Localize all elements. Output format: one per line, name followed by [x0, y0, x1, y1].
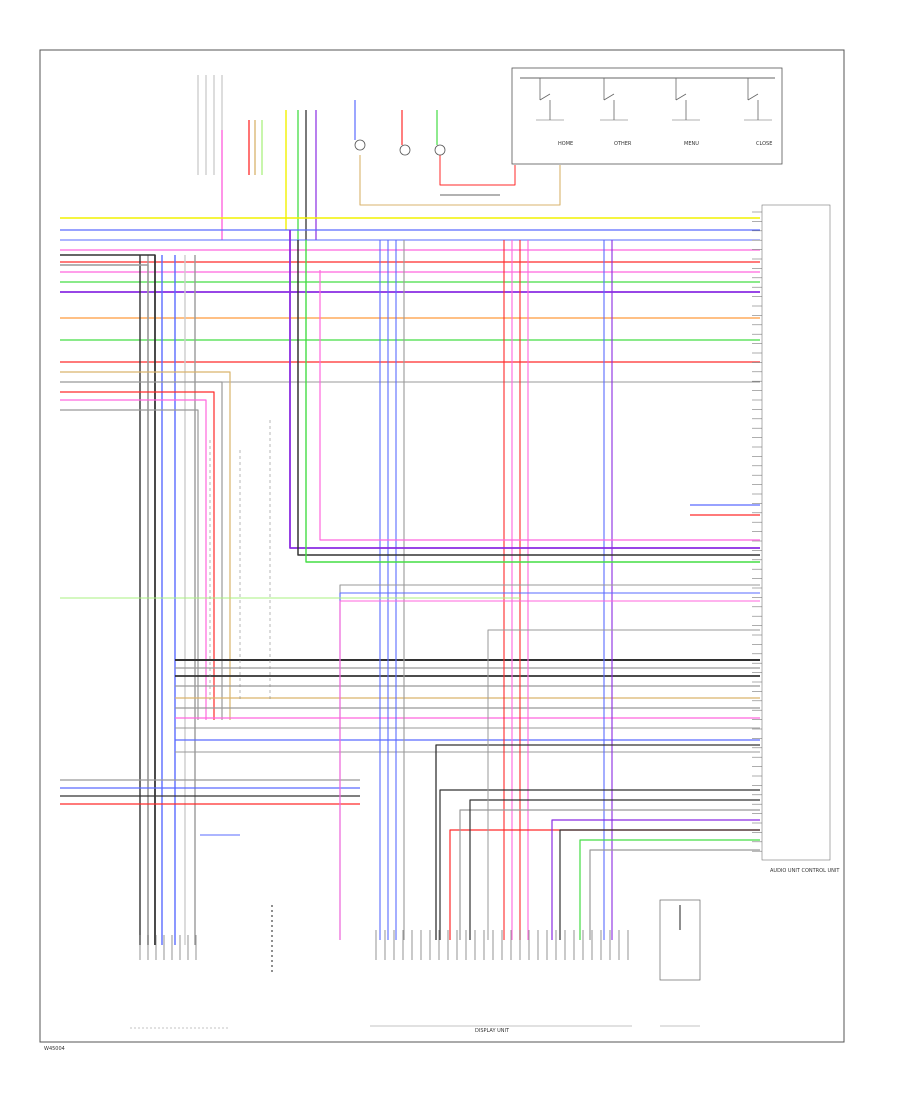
display-unit-wire: [559, 829, 760, 940]
gray-wire: [60, 264, 149, 945]
display-unit-wire: [551, 819, 760, 940]
tan-wire: [359, 155, 561, 206]
purple-loop-wire: [289, 230, 760, 549]
green-loop-wire: [305, 240, 760, 563]
mid-right-wire: [339, 600, 760, 940]
wires-layer: [60, 75, 775, 1029]
control-unit-label: AUDIO UNIT CONTROL UNIT: [770, 868, 840, 874]
mid-right-wire: [339, 592, 760, 940]
black-loop-wire: [297, 240, 760, 556]
pink-loop-wire: [319, 270, 760, 541]
close-switch-contact: [747, 93, 759, 101]
sensor-circle: [399, 144, 411, 156]
symbols-layer: [354, 139, 701, 981]
red-wire: [439, 155, 516, 186]
labels-layer: HOME OTHER MENU CLOSE: [558, 141, 772, 147]
other-switch-contact: [603, 93, 615, 101]
control-unit-connector-box: [761, 204, 831, 861]
footer-code: W45004: [44, 1046, 65, 1052]
antenna-unit-box: [659, 899, 701, 981]
stepped-wire: [60, 391, 215, 720]
display-unit-wire: [439, 789, 760, 940]
display-unit-wire: [469, 799, 760, 940]
stepped-wire: [60, 409, 199, 720]
switch-label-other: OTHER: [614, 141, 632, 147]
display-unit-label: DISPLAY UNIT: [475, 1028, 510, 1034]
home-switch-contact: [539, 93, 551, 101]
diagram-frame: [39, 49, 845, 1043]
display-unit-wire: [579, 839, 760, 940]
switch-label-home: HOME: [558, 141, 573, 147]
switch-label-close: CLOSE: [756, 141, 772, 147]
display-unit-wire: [459, 809, 760, 940]
menu-switch-contact: [675, 93, 687, 101]
stepped-wire: [60, 399, 207, 720]
gray-wire: [487, 629, 760, 940]
mid-right-wire: [339, 584, 760, 940]
display-unit-wire: [589, 849, 760, 940]
black-wire: [60, 254, 156, 945]
black-wire: [435, 744, 760, 940]
sensor-circle: [434, 144, 446, 156]
stepped-wire: [60, 381, 223, 720]
display-unit-wire: [449, 829, 760, 940]
stepped-wire: [60, 371, 231, 720]
sensor-circle: [354, 139, 366, 151]
switch-label-menu: MENU: [684, 141, 699, 147]
top-switch-box: [511, 67, 783, 165]
